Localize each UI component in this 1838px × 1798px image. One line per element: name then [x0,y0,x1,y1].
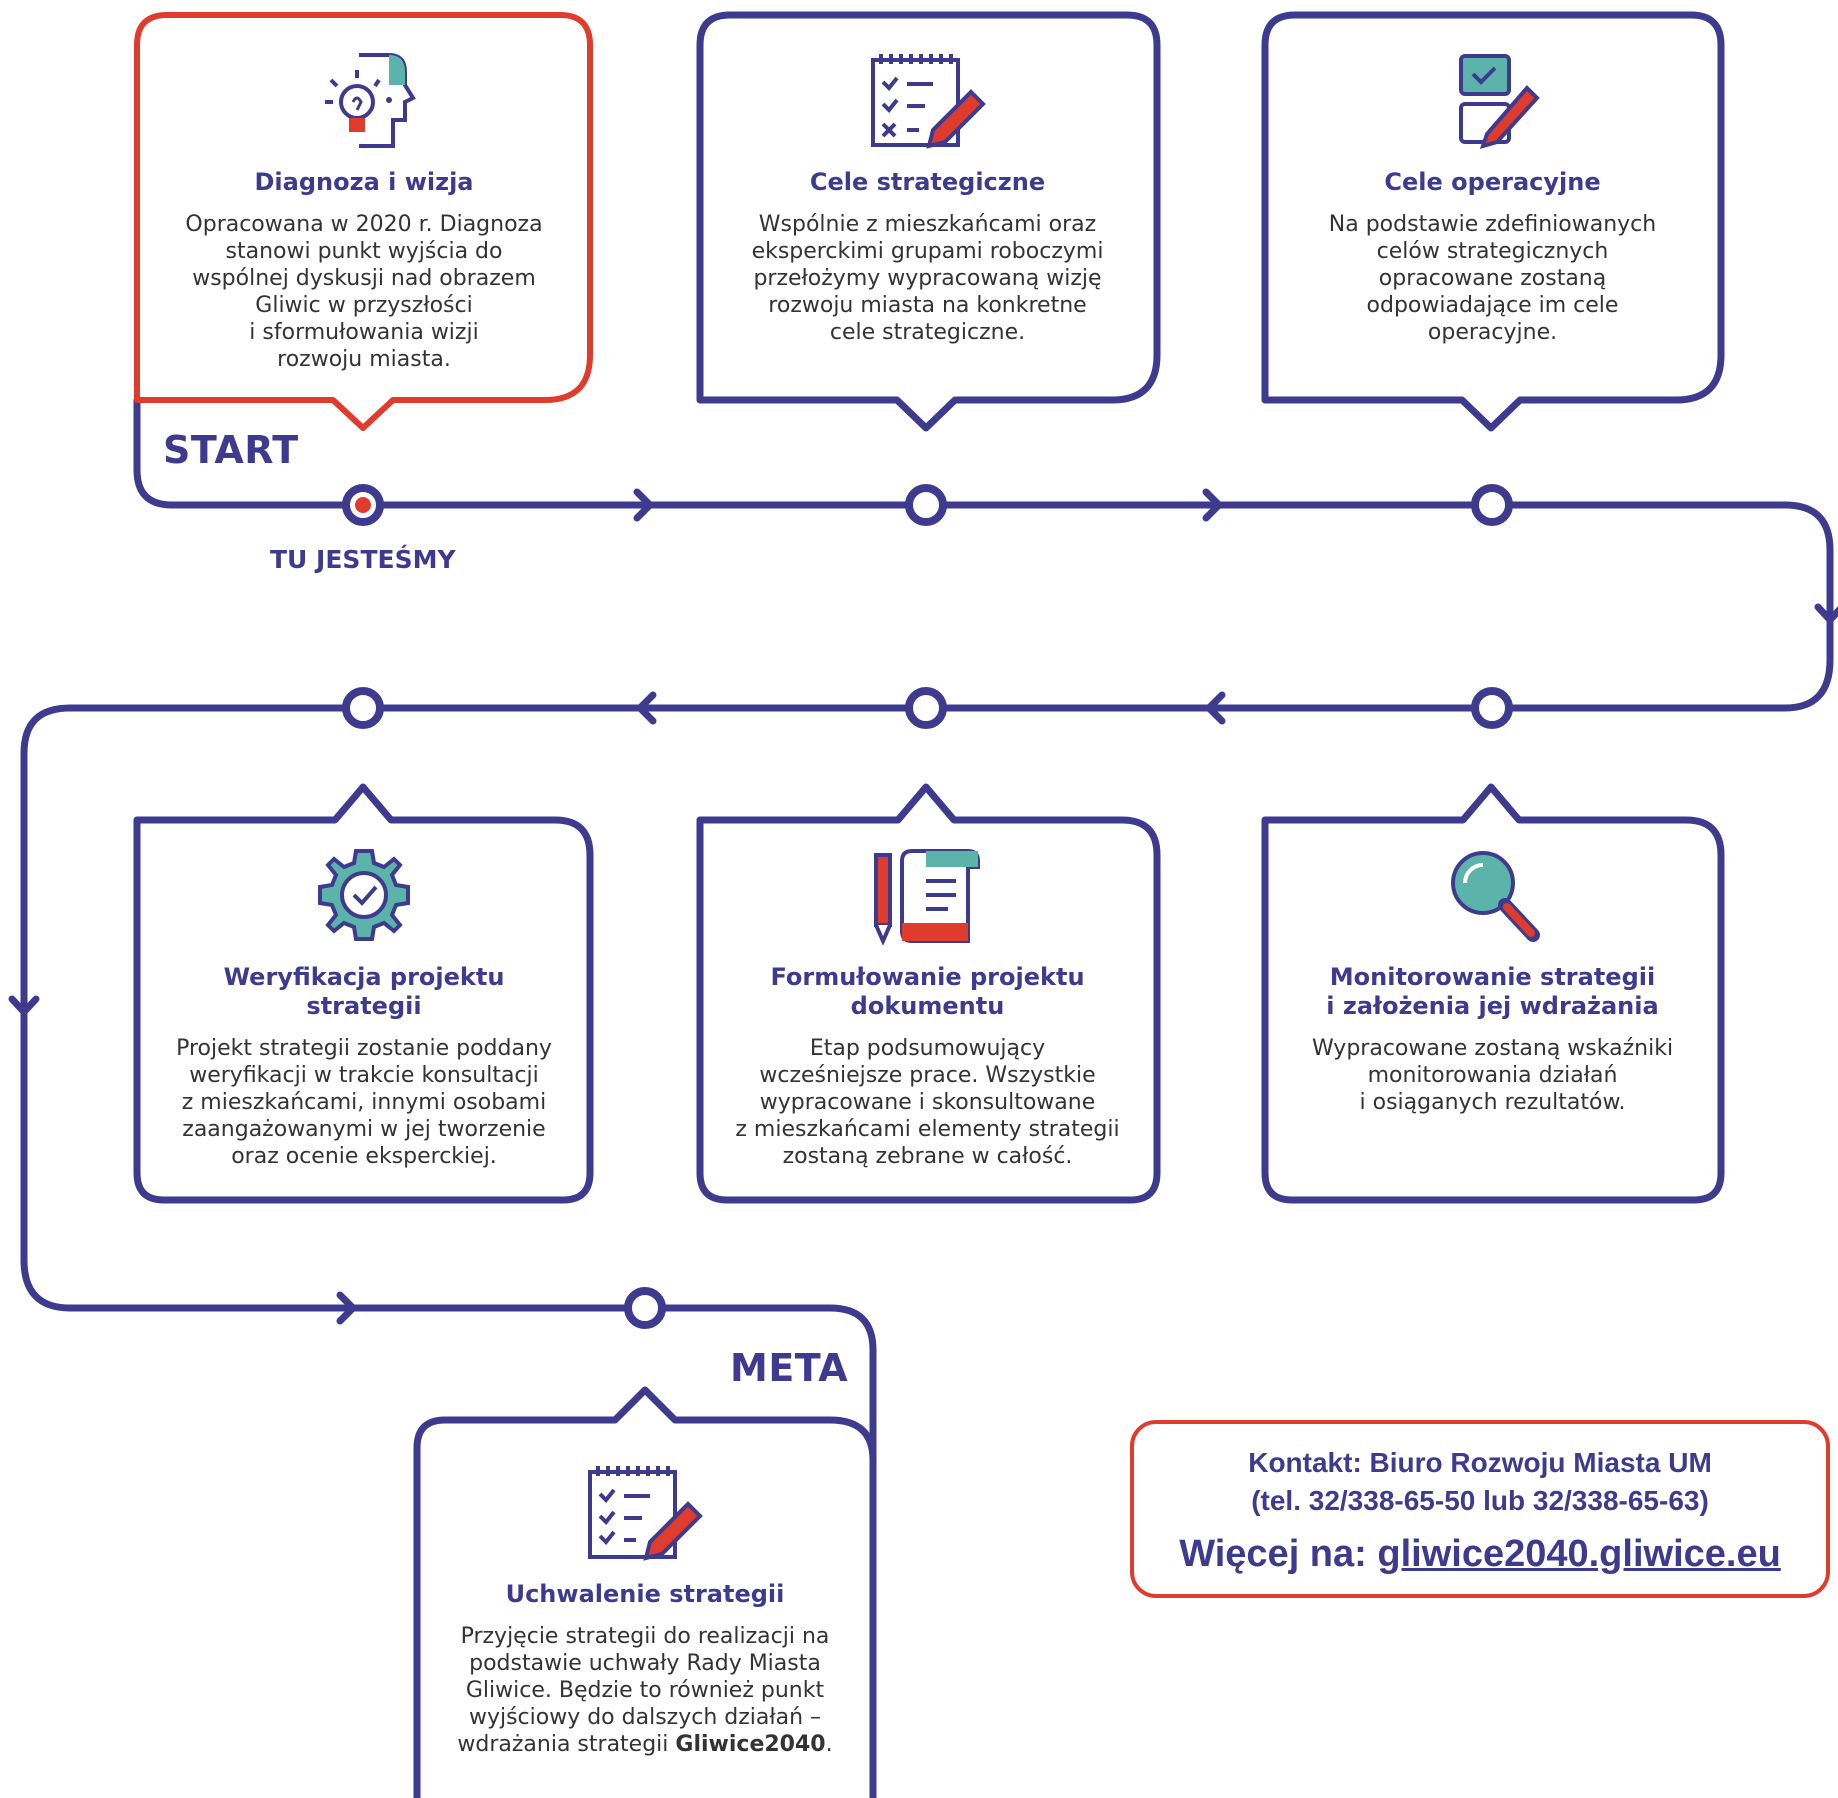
arrow-down-left [8,995,40,1016]
step-description: Projekt strategii zostanie poddany weryf… [176,1036,552,1169]
contact-box: Kontakt: Biuro Rozwoju Miasta UM (tel. 3… [1130,1420,1830,1598]
step-description: Na podstawie zdefiniowanych celów strate… [1328,212,1657,345]
step-description: Przyjęcie strategii do realizacji na pod… [457,1624,833,1757]
arrow-right-2 [1202,488,1223,522]
step-card-diagnosis: Diagnoza i wizja Opracowana w 2020 r. Di… [160,50,568,373]
timeline-nodes [342,484,1513,1329]
card-frame-4 [133,783,594,1204]
start-label: START [163,428,299,472]
step-description: Wypracowane zostaną wskaźniki monitorowa… [1311,1036,1674,1115]
scroll-pencil-icon [873,849,980,945]
website-link[interactable]: gliwice2040.gliwice.eu [1377,1533,1781,1575]
step-description: Etap podsumowujący wcześniejsze prace. W… [735,1036,1120,1169]
card-frame-3 [1261,11,1725,432]
start-frame-line [133,396,367,509]
contact-phone: (tel. 32/338-65-50 lub 32/338-65-63) [1251,1485,1709,1516]
checkbox-pencil-icon [1458,54,1540,149]
card-frame-5 [696,783,1161,1204]
step-description: Opracowana w 2020 r. Diagnoza stanowi pu… [185,212,543,372]
card-frame-6 [1261,783,1725,1204]
checklist-icon [588,1466,703,1561]
step-title: Uchwalenie strategii [505,1580,785,1608]
current-position-label: TU JESTEŚMY [270,545,456,574]
finish-frame-line [661,1304,877,1798]
magnifier-icon [1450,851,1540,942]
step-card-monitoring: Monitorowanie strategii i założenia jej … [1285,845,1700,1116]
arrow-right-3 [336,1291,357,1325]
finish-label: META [730,1346,849,1390]
step-card-strategic-goals: Cele strategiczne Wspólnie z mieszkańcam… [720,50,1135,346]
more-info-prefix: Więcej na: [1179,1533,1378,1575]
card-frame-1 [134,12,593,431]
contact-line: Kontakt: Biuro Rozwoju Miasta UM [1248,1447,1712,1478]
step-card-document-drafting: Formułowanie projektu dokumentu Etap pod… [720,845,1135,1170]
step-card-adoption: Uchwalenie strategii Przyjęcie strategii… [440,1462,850,1758]
step-title: Weryfikacja projektu strategii [223,963,505,1020]
idea-head-icon [325,53,416,148]
step-card-operational-goals: Cele operacyjne Na podstawie zdefiniowan… [1285,50,1700,346]
checklist-icon [870,54,986,149]
step-description: Wspólnie z mieszkańcami oraz eksperckimi… [751,212,1104,345]
arrow-left-1 [1205,691,1226,725]
step-title: Monitorowanie strategii i założenia jej … [1326,963,1659,1020]
step-card-verification: Weryfikacja projektu strategii Projekt s… [160,845,568,1170]
step-title: Diagnoza i wizja [254,168,474,196]
arrow-down-right [1814,603,1838,624]
step-title: Cele strategiczne [809,168,1046,196]
gear-check-icon [318,849,410,941]
strategy-name: Gliwice2040 [675,1732,826,1757]
step-title: Cele operacyjne [1384,168,1601,196]
more-info: Więcej na: gliwice2040.gliwice.eu [1134,1528,1826,1580]
node-current-dot [355,497,371,513]
arrow-left-2 [636,691,657,725]
step-title: Formułowanie projektu dokumentu [770,963,1085,1020]
card-frame-2 [696,11,1161,432]
card-frame-7 [413,1386,877,1798]
arrow-right-1 [633,488,654,522]
